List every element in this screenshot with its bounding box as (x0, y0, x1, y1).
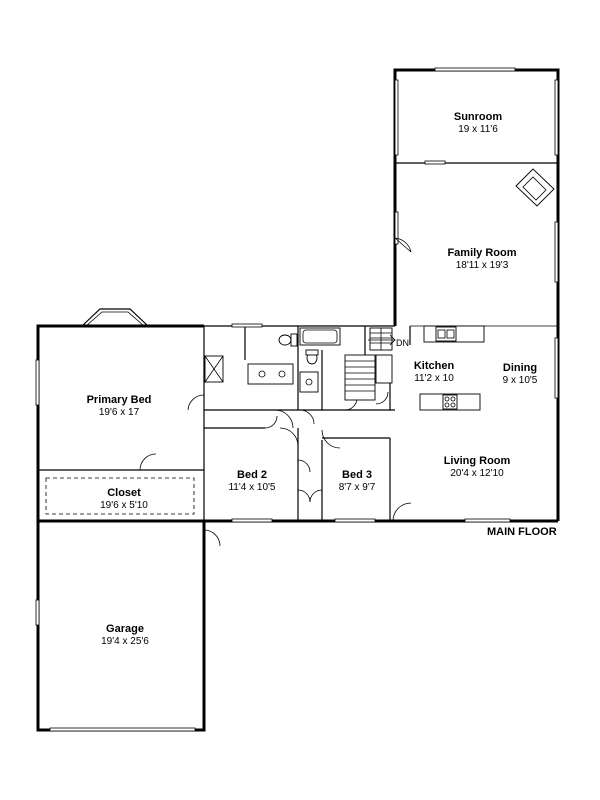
fixtures (45, 168, 555, 515)
dining-dims: 9 x 10'5 (503, 375, 538, 386)
dining-label: Dining (503, 362, 537, 374)
kitchen-sink (435, 326, 457, 342)
stairs (344, 327, 396, 401)
floor-title: MAIN FLOOR (487, 526, 557, 538)
cooktop (442, 394, 458, 410)
stair-down-label: DN (396, 338, 409, 348)
family-room-dims: 18'11 x 19'3 (456, 260, 509, 271)
bed-2-label: Bed 2 (237, 469, 267, 481)
vanity (247, 363, 294, 385)
sunroom-dims: 19 x 11'6 (458, 124, 498, 135)
bathtub (299, 327, 341, 346)
bed-3-dims: 8'7 x 9'7 (339, 482, 376, 493)
closet-label: Closet (107, 487, 141, 499)
bay-window (81, 308, 149, 327)
room-labels: Sunroom 19 x 11'6 Family Room 18'11 x 19… (87, 111, 557, 647)
closet-shelf (45, 477, 195, 515)
closet-dims: 19'6 x 5'10 (100, 500, 148, 511)
living-room-dims: 20'4 x 12'10 (450, 468, 504, 479)
bed-3-label: Bed 3 (342, 469, 372, 481)
toilet (278, 334, 292, 346)
fireplace (515, 168, 555, 207)
kitchen-dims: 11'2 x 10 (414, 373, 454, 384)
living-room-label: Living Room (444, 455, 511, 467)
primary-bed-label: Primary Bed (87, 394, 152, 406)
primary-bed-dims: 19'6 x 17 (99, 407, 140, 418)
garage-dims: 19'4 x 25'6 (101, 636, 149, 647)
bed-2-dims: 11'4 x 10'5 (228, 482, 275, 493)
windows (35, 67, 559, 732)
sunroom-label: Sunroom (454, 111, 502, 123)
family-room-label: Family Room (447, 247, 516, 259)
garage-label: Garage (106, 623, 144, 635)
kitchen-label: Kitchen (414, 360, 455, 372)
